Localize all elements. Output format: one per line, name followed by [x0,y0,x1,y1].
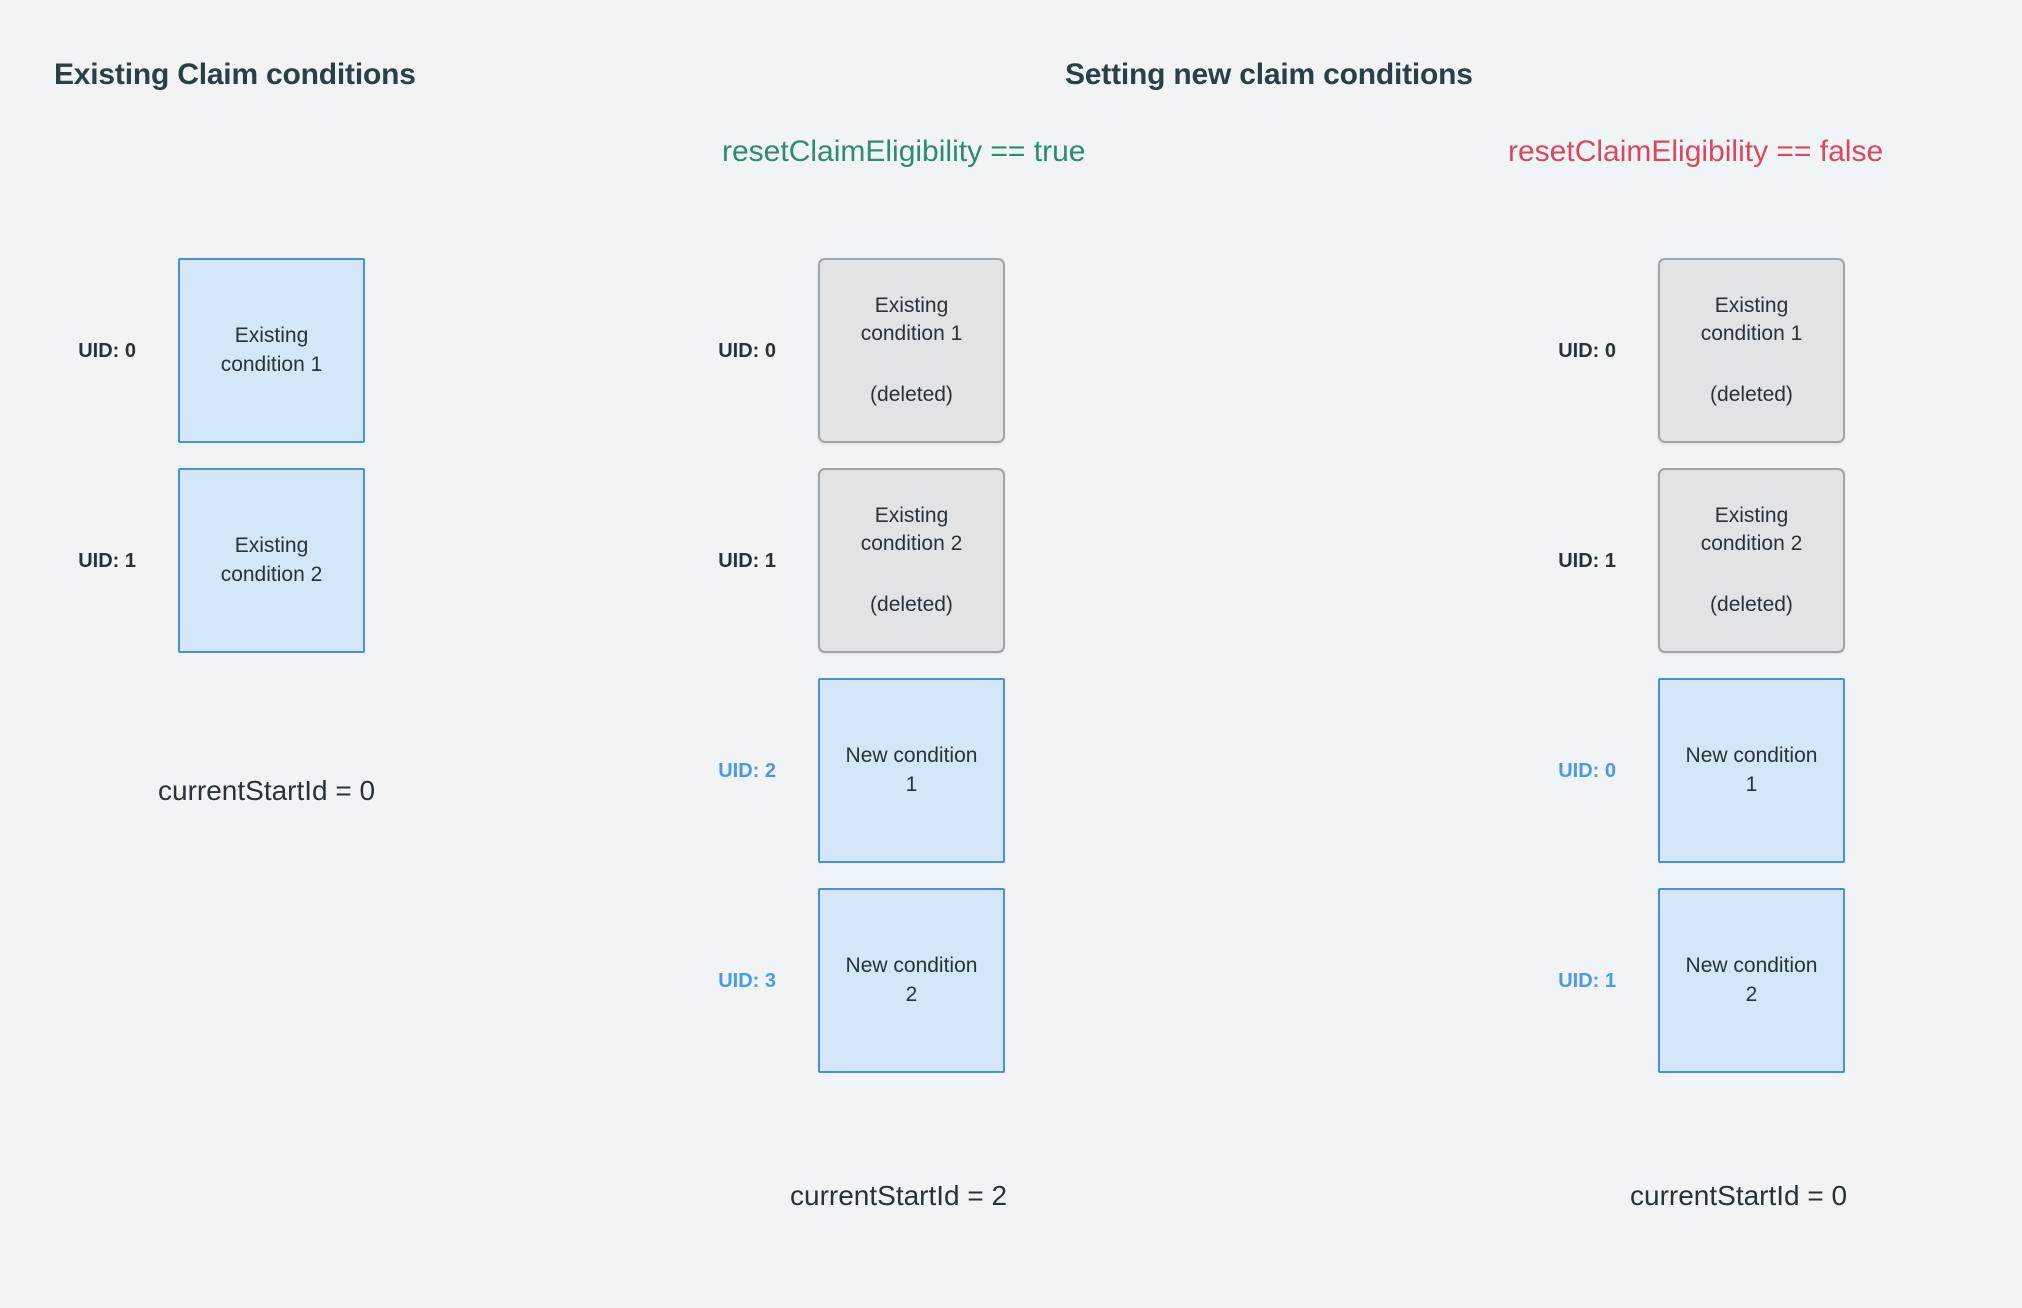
uid-label: UID: 0 [78,339,136,362]
condition-title-line-1: Existing [874,503,949,527]
condition-box-deleted: Existing condition 2 (deleted) [818,468,1005,653]
uid-label: UID: 0 [1558,339,1616,362]
heading-existing-claim-conditions: Existing Claim conditions [54,58,416,91]
condition-row: UID: 1 New condition 2 [1540,888,1845,1073]
condition-title-line-1: New condition [1685,954,1818,978]
uid-label: UID: 1 [718,549,776,572]
heading-setting-new-claim-conditions: Setting new claim conditions [1065,58,1473,91]
deleted-note: (deleted) [870,592,953,616]
flag-reset-claim-eligibility-false: resetClaimEligibility == false [1508,135,1884,168]
condition-title-line-1: New condition [845,744,978,768]
start-id-reset-true: currentStartId = 2 [790,1180,1008,1211]
condition-box: New condition 2 [818,888,1005,1073]
deleted-note: (deleted) [1710,592,1793,616]
condition-row: UID: 1 Existing condition 2 (deleted) [1540,468,1845,653]
condition-title-line-1: Existing [234,324,309,348]
condition-title-line-2: 2 [1745,982,1758,1006]
condition-row: UID: 3 New condition 2 [700,888,1005,1073]
uid-label: UID: 2 [718,759,776,782]
condition-row: UID: 0 Existing condition 1 (deleted) [700,258,1005,443]
condition-title-line-1: Existing [1714,293,1789,317]
condition-title-line-1: Existing [874,293,949,317]
uid-label: UID: 0 [1558,759,1616,782]
condition-box-deleted: Existing condition 2 (deleted) [1658,468,1845,653]
uid-label: UID: 1 [1558,549,1616,572]
start-id-reset-false: currentStartId = 0 [1630,1180,1848,1211]
condition-title-line-2: condition 1 [220,352,323,376]
flag-reset-claim-eligibility-true: resetClaimEligibility == true [722,135,1086,168]
start-id-existing: currentStartId = 0 [158,775,376,806]
condition-title-line-2: 2 [905,982,918,1006]
condition-row: UID: 1 Existing condition 2 (deleted) [700,468,1005,653]
deleted-note: (deleted) [870,382,953,406]
condition-box: New condition 2 [1658,888,1845,1073]
condition-row: UID: 2 New condition 1 [700,678,1005,863]
uid-label: UID: 0 [718,339,776,362]
condition-row: UID: 0 Existing condition 1 [60,258,365,443]
condition-title-line-2: 1 [905,772,918,796]
condition-title-line-1: New condition [1685,744,1818,768]
condition-row: UID: 1 Existing condition 2 [60,468,365,653]
condition-row: UID: 0 Existing condition 1 (deleted) [1540,258,1845,443]
condition-box-deleted: Existing condition 1 (deleted) [1658,258,1845,443]
uid-label: UID: 1 [78,549,136,572]
condition-title-line-2: condition 2 [220,562,323,586]
condition-box: Existing condition 2 [178,468,365,653]
condition-box-deleted: Existing condition 1 (deleted) [818,258,1005,443]
condition-box: Existing condition 1 [178,258,365,443]
condition-box: New condition 1 [1658,678,1845,863]
condition-title-line-2: condition 1 [860,322,963,346]
deleted-note: (deleted) [1710,382,1793,406]
condition-title-line-2: condition 2 [860,532,963,556]
condition-row: UID: 0 New condition 1 [1540,678,1845,863]
condition-title-line-1: Existing [1714,503,1789,527]
condition-title-line-1: New condition [845,954,978,978]
condition-title-line-2: condition 2 [1700,532,1803,556]
uid-label: UID: 3 [718,969,776,992]
condition-box: New condition 1 [818,678,1005,863]
uid-label: UID: 1 [1558,969,1616,992]
condition-title-line-2: 1 [1745,772,1758,796]
condition-title-line-2: condition 1 [1700,322,1803,346]
condition-title-line-1: Existing [234,534,309,558]
column-existing-conditions: UID: 0 Existing condition 1 UID: 1 Existing c… [0,0,540,1308]
